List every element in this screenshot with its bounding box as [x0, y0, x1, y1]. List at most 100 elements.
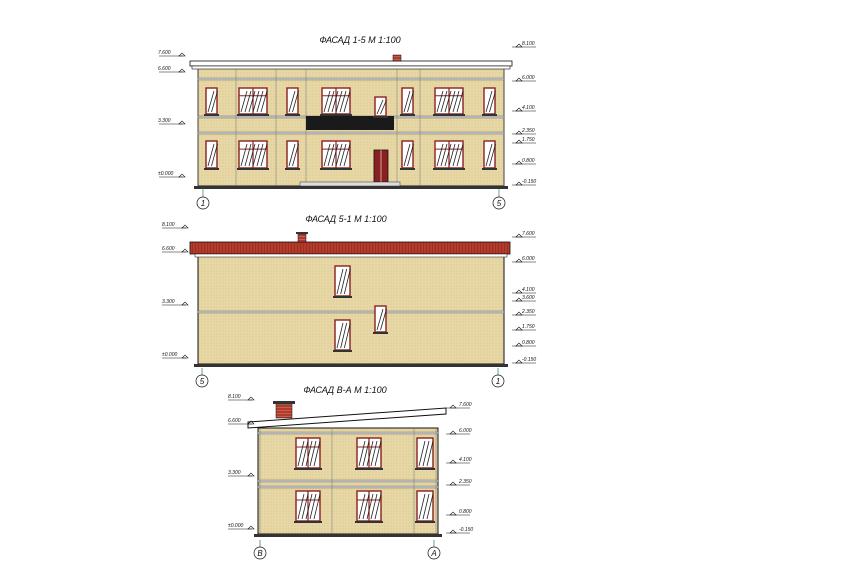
window: [237, 140, 269, 170]
chimney: [297, 233, 307, 243]
window: [320, 87, 352, 116]
level-mark: 6.000: [459, 428, 472, 434]
level-mark: 4.100: [459, 457, 472, 463]
window: [294, 490, 322, 523]
level-mark: 0.800: [522, 340, 535, 346]
level-mark: 0.800: [459, 509, 472, 515]
svg-text:5: 5: [200, 377, 205, 386]
window: [355, 437, 383, 470]
facade-3-level-marks: 8.100 6.600 3.300 ±0.000 7.600 6.000 4.1…: [228, 394, 473, 533]
window: [415, 490, 435, 523]
belt: [257, 485, 439, 489]
level-mark: 4.100: [522, 105, 535, 111]
belt: [197, 77, 505, 81]
axis-marker: 5: [195, 368, 209, 388]
level-mark: 6.600: [162, 246, 175, 252]
ground-line: [194, 186, 508, 189]
level-mark: 4.100: [522, 287, 535, 293]
svg-text:А: А: [430, 549, 436, 558]
window: [320, 140, 352, 170]
level-mark: 7.600: [158, 50, 171, 56]
svg-text:5: 5: [497, 199, 502, 208]
belt: [197, 310, 505, 314]
level-mark: ±0.000: [228, 523, 243, 529]
roof-slope: [247, 407, 447, 429]
level-mark: 3.300: [228, 470, 241, 476]
svg-text:1: 1: [496, 377, 500, 386]
window: [482, 140, 497, 170]
facade-1-building: [159, 43, 536, 189]
level-mark: 6.600: [158, 66, 171, 72]
balcony: [306, 116, 394, 130]
facade-2-level-marks: 8.100 6.600 3.300 ±0.000 7.600 6.000 4.1…: [162, 222, 536, 363]
svg-text:В: В: [257, 549, 263, 558]
window: [204, 87, 219, 116]
window: [373, 96, 388, 118]
ground-line: [194, 364, 508, 367]
belt: [197, 131, 505, 135]
window: [433, 140, 465, 170]
window: [285, 87, 300, 116]
level-mark: ±0.000: [162, 352, 177, 358]
window: [400, 87, 415, 116]
window: [415, 437, 435, 470]
window: [204, 140, 219, 170]
facade-3-building: [228, 396, 470, 537]
axis-marker: А: [427, 540, 441, 560]
level-mark: 1.750: [522, 324, 535, 330]
level-mark: -0.150: [459, 527, 473, 533]
window: [237, 87, 269, 116]
level-mark: 6.600: [228, 418, 241, 424]
level-mark: 0.800: [522, 158, 535, 164]
window: [355, 490, 383, 523]
level-mark: 3.300: [162, 299, 175, 305]
chimney: [392, 54, 402, 62]
level-mark: -0.150: [522, 357, 536, 363]
wall: [197, 255, 505, 365]
cornice: [189, 60, 513, 67]
facade-1-5: ФАСАД 1-5 М 1:100 7.600 6.600 3.300 ±0.0…: [158, 35, 536, 210]
level-mark: 8.100: [162, 222, 175, 228]
facade-1-title: ФАСАД 1-5 М 1:100: [319, 35, 400, 45]
level-mark: -0.150: [522, 179, 536, 185]
level-mark: 6.000: [522, 256, 535, 262]
window: [482, 87, 497, 116]
window: [333, 265, 352, 298]
level-mark: 8.100: [228, 394, 241, 400]
level-mark: 8.100: [522, 41, 535, 47]
level-mark: 3.300: [158, 118, 171, 124]
facade-2-building: [162, 224, 536, 367]
facade-3-title: ФАСАД В-А М 1:100: [303, 385, 386, 395]
window: [433, 87, 465, 116]
level-mark: 6.000: [522, 75, 535, 81]
level-mark: 3.600: [522, 295, 535, 301]
window: [373, 305, 388, 334]
level-mark: ±0.000: [158, 171, 173, 177]
belt: [257, 431, 439, 435]
axis-marker: В: [253, 540, 267, 560]
window: [285, 140, 300, 170]
facade-1-level-marks: 7.600 6.600 3.300 ±0.000 8.100 6.000 4.1…: [158, 41, 536, 185]
steps: [299, 181, 401, 187]
facade-2-title: ФАСАД 5-1 М 1:100: [305, 214, 386, 224]
axis-marker: 1: [196, 188, 210, 210]
facade-5-1: ФАСАД 5-1 М 1:100 8.100 6.600 3.300 ±0.0…: [162, 214, 536, 388]
facade-v-a: ФАСАД В-А М 1:100 8.100 6.600 3.300 ±0.0…: [228, 385, 473, 560]
ground-line: [254, 534, 442, 537]
level-mark: 7.600: [522, 231, 535, 237]
level-mark: 1.750: [522, 137, 535, 143]
axis-marker: 5: [492, 188, 506, 210]
window: [400, 140, 415, 170]
level-mark: 2.350: [521, 309, 535, 315]
level-mark: 7.600: [459, 402, 472, 408]
axis-marker: 1: [491, 368, 505, 388]
level-mark: 2.350: [521, 128, 535, 134]
belt: [257, 479, 439, 483]
svg-text:1: 1: [201, 199, 205, 208]
chimney: [275, 403, 293, 419]
roof: [189, 241, 511, 255]
window: [294, 437, 322, 470]
level-mark: 2.350: [458, 479, 472, 485]
window: [333, 319, 352, 352]
